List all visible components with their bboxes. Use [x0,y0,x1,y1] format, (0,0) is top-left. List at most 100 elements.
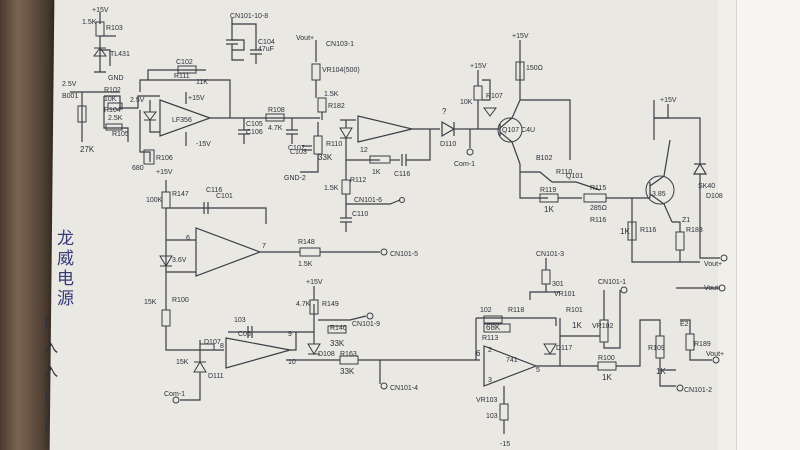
label-q-mark: ? [442,107,447,116]
side-mark-2: 入 [44,340,58,356]
label-vout-minus: Vout- [704,285,721,292]
label-r100-low: R100 [598,355,615,362]
label-pin10: 10 [288,359,296,366]
label-c104-val: 47uF [258,46,274,53]
label-d108: D108 [706,193,723,200]
label-r100-val: 15K [144,299,157,306]
label-cn101-2: CN101-2 [684,387,712,394]
label-v15-top: +15V [92,7,109,14]
label-r106-val: 680 [132,165,144,172]
label-r109-val: 1.5K [324,91,339,98]
label-r148-val: 1.5K [298,261,313,268]
label-r109: R109 [648,345,665,352]
label-r116: R116 [590,217,606,224]
label-r104: R104 [104,107,121,114]
label-v15-mid2: +15V [512,33,529,40]
label-r149-val: 4.7K [296,301,311,308]
label-cn101-9: CN101-9 [352,321,380,328]
label-c116: C116 [394,171,410,178]
label-pin5-low: 5 [536,367,540,374]
label-pin6-low: 6 [476,349,481,358]
label-z1: Z1 [682,217,690,224]
label-opa-b-num: 12 [360,147,368,154]
label-opa-a-plus: +15V [188,95,205,102]
labels: +15V R103 1.5K TL431 GND 2.5V B001 R102 … [62,7,724,448]
label-cn101-10-8: CN101-10-8 [230,13,268,20]
label-r116-right: R116 [640,227,656,234]
label-pin2-low: 2 [488,347,492,354]
label-r108: R108 [268,107,285,114]
label-11k: 11K [196,79,208,86]
label-1k-b2: 1K [656,367,666,376]
label-r301: 301 [552,281,564,288]
label-r112: R112 [350,177,366,184]
label-minus15: -15 [500,441,510,448]
label-r-b102: B102 [536,155,552,162]
side-mark-1: | [44,314,49,330]
label-pin3-low: 3 [488,377,492,384]
label-pin9: 9 [288,331,292,338]
label-v15-r106: +15V [156,169,173,176]
sense-circuit [300,40,628,232]
label-r149: R149 [322,301,339,308]
label-r108-val: 4.7K [268,125,283,132]
title-char-1: 龙 [57,229,74,249]
label-tl431: TL431 [110,51,130,58]
label-r147: R147 [172,191,189,198]
label-b001: B001 [62,93,78,100]
label-r148: R148 [298,239,315,246]
label-r107: R107 [486,93,503,100]
label-r140: R140 [330,325,347,332]
label-gnd2: GND-2 [284,175,306,182]
label-pin8: 8 [220,343,224,350]
label-d110: D110 [440,141,456,148]
label-r103-val: 1.5K [82,19,97,26]
label-c101-val: C116 [206,187,222,194]
label-r140-val: 33K [330,339,345,348]
label-v15-right: +15V [660,97,677,104]
label-vr102: VR102 [592,323,614,330]
label-r163-val: 33K [340,367,355,376]
label-r101-val: 1K [572,321,582,330]
label-r104-val: 2.5K [108,115,123,122]
label-r115-val: 285Ω [590,205,607,212]
label-opa-a: LF356 [172,117,192,124]
label-opa-a-minus: -15V [196,141,211,148]
label-r111-val: 1.5K [324,185,339,192]
label-vout-plus: Vout+ [296,35,314,42]
side-mark-4: | [44,390,49,406]
label-r150: 150Ω [526,65,543,72]
label-r105: R105 [112,131,129,138]
label-cn101-6: CN101-6 [354,197,382,204]
label-r105-val: 27K [80,145,95,154]
label-c-mid: C103 [290,149,307,156]
label-r106: R106 [156,155,173,162]
output-stage [627,100,728,292]
label-d111: D111 [208,373,224,380]
label-r102: R102 [104,87,121,94]
label-r110-val: 33K [318,153,333,162]
title-char-4: 源 [57,289,74,309]
label-r100: R100 [172,297,189,304]
label-r111-a: R111 [174,73,190,80]
label-pin6: 6 [186,235,190,242]
label-r101: R101 [566,307,583,314]
label-c-low: C06 [238,331,251,338]
label-cn101-3: CN101-3 [536,251,564,258]
label-d117: D117 [556,345,572,352]
label-q107: Q107 C4U [502,127,535,134]
label-d108-low: D108 [318,351,335,358]
label-1k-b: 1K [372,169,381,176]
label-c-top: C102 [176,59,193,66]
label-cn101-5: CN101-5 [390,251,418,258]
label-zener-mid: 3.6V [172,257,187,264]
label-pin7: 7 [262,243,266,250]
label-r119-val: 1K [544,205,554,214]
comparator-low [172,286,480,404]
label-v25: 2.5V [62,81,77,88]
label-r119: R119 [540,187,556,194]
label-e2: E2 [680,321,689,328]
label-r115: R115 [590,185,606,192]
